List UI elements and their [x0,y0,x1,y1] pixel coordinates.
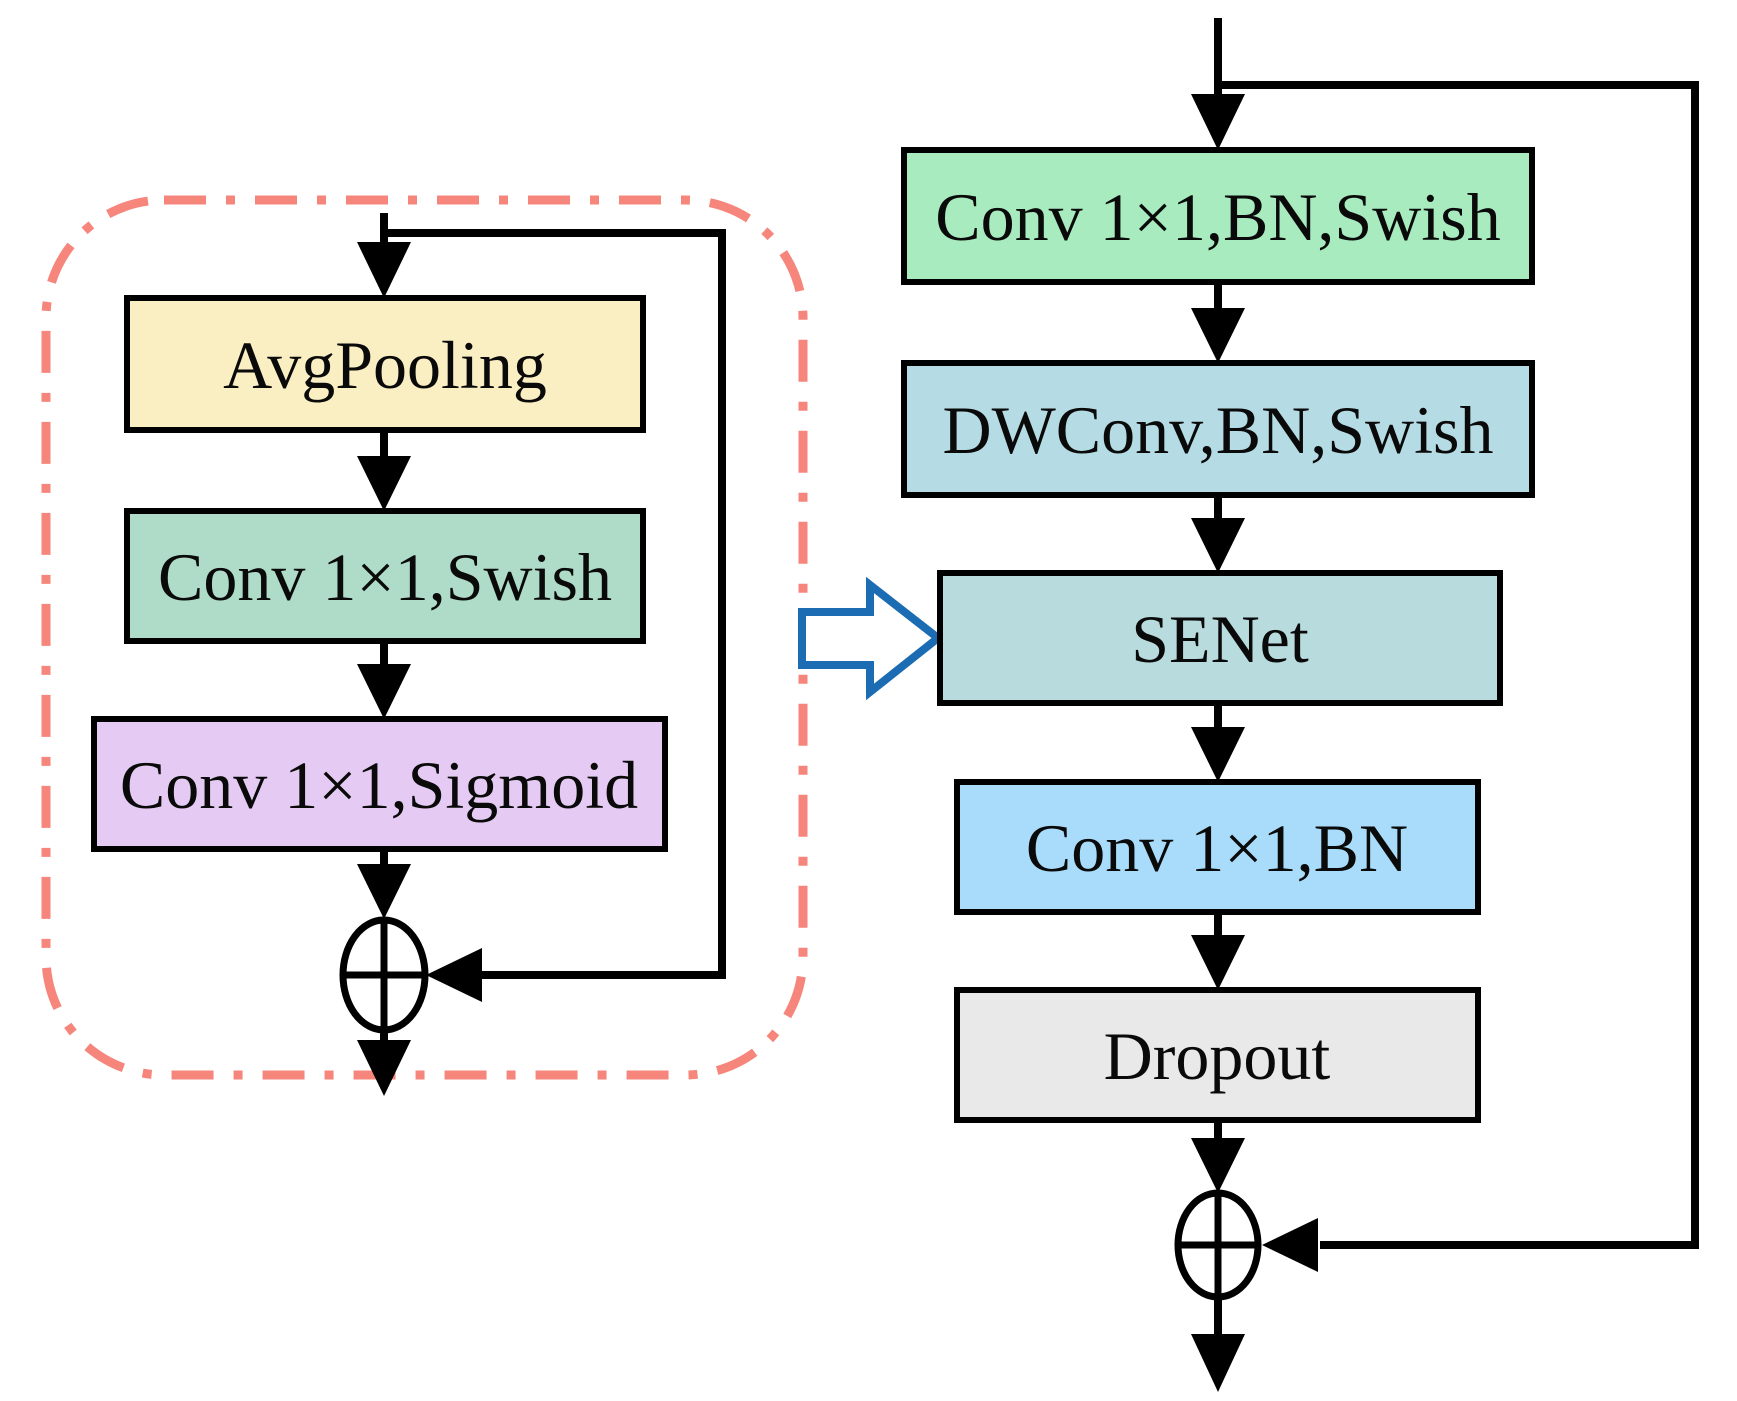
arrowhead-icon [426,948,482,1002]
block-expansion-arrow-icon [798,576,945,701]
arrowhead-icon [1191,727,1245,782]
se-avgpooling-label: AvgPooling [223,327,547,403]
main-conv-bn-swish-label: Conv 1×1,BN,Swish [935,179,1500,255]
arrowhead-icon [1191,94,1245,150]
arrowhead-icon [357,1040,411,1096]
main-senet-box [937,570,1503,706]
arrowhead-icon [1262,1218,1318,1272]
se-conv-swish-label: Conv 1×1,Swish [158,539,612,615]
arrowhead-icon [1191,1138,1245,1193]
se-add-operator-icon [339,916,429,1034]
main-dropout-box [954,987,1481,1123]
main-senet-label: SENet [1131,601,1309,677]
se-conv-sigmoid-label: Conv 1×1,Sigmoid [120,747,638,823]
arrowhead-icon [357,664,411,719]
main-skip-connection [1218,81,1699,1249]
main-conv-bn-box [954,779,1481,915]
main-conv-bn-swish-box [901,147,1535,285]
arrowhead-icon [357,864,411,919]
se-conv-sigmoid-box [91,716,668,852]
arrowhead-icon [357,456,411,511]
arrowhead-icon [1191,1334,1245,1392]
arrowhead-icon [1191,308,1245,363]
arrowhead-icon [357,242,411,298]
se-skip-connection [384,229,726,979]
arrowhead-icon [1191,518,1245,573]
main-dropout-label: Dropout [1104,1018,1331,1094]
se-avgpooling-box [124,295,646,433]
main-conv-bn-label: Conv 1×1,BN [1026,810,1408,886]
arrowhead-icon [1191,935,1245,990]
main-dwconv-label: DWConv,BN,Swish [943,392,1494,468]
main-add-operator-icon [1174,1189,1262,1301]
